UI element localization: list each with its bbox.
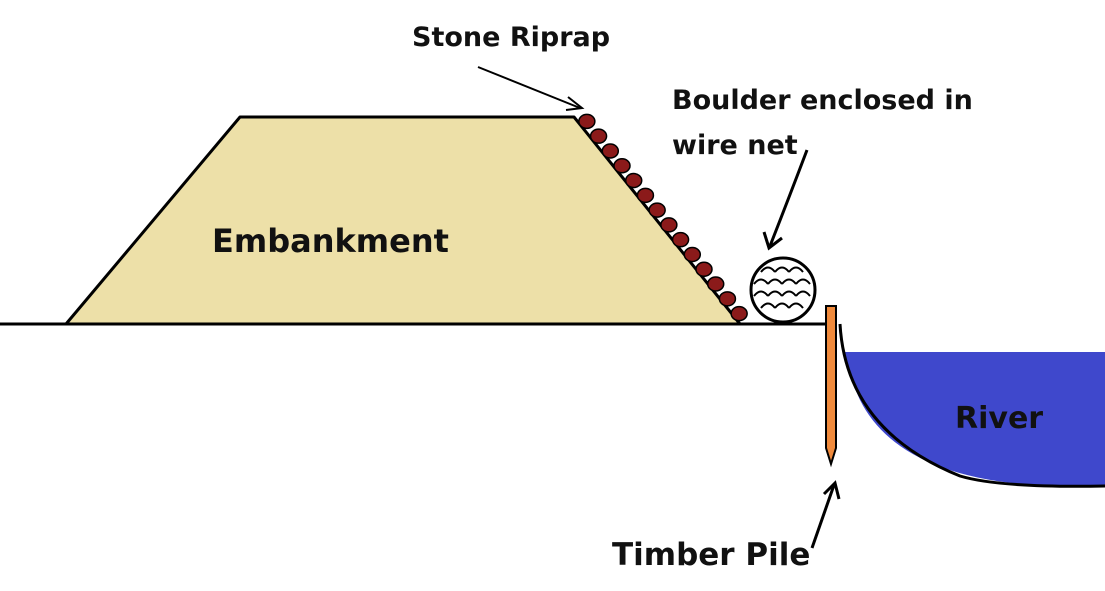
riprap-stone <box>578 113 596 130</box>
riprap-stone <box>718 291 737 307</box>
stone-riprap <box>578 113 748 322</box>
wire-net-mesh <box>753 278 769 285</box>
label-stone-riprap: Stone Riprap <box>412 22 611 53</box>
wire-net-mesh <box>795 290 811 297</box>
arrow-boulder <box>762 149 809 251</box>
riprap-stone <box>706 276 725 292</box>
arrow-stone-riprap <box>477 66 585 111</box>
label-river: River <box>955 401 1044 436</box>
wire-net-mesh <box>767 290 783 297</box>
riprap-stone <box>613 158 631 174</box>
timber-pile <box>825 305 837 468</box>
wire-net-mesh <box>788 266 804 273</box>
riprap-stone <box>695 261 713 277</box>
wire-net-mesh <box>781 290 797 297</box>
riprap-stone <box>636 187 655 204</box>
boulder-in-wire-net <box>749 256 817 324</box>
label-boulder-line1: Boulder enclosed in <box>672 85 973 116</box>
wire-net-mesh <box>774 302 790 309</box>
label-embankment: Embankment <box>212 222 449 260</box>
label-boulder-line2: wire net <box>672 130 798 161</box>
riprap-stone <box>624 172 643 189</box>
river-bank-line <box>838 323 1105 488</box>
riprap-stone <box>589 128 608 144</box>
riprap-stone <box>730 305 748 322</box>
wire-net-mesh <box>774 266 790 273</box>
riprap-stone <box>671 231 690 248</box>
label-timber-pile: Timber Pile <box>612 537 811 573</box>
wire-net-mesh <box>795 278 811 285</box>
wire-net-mesh <box>760 302 776 309</box>
wire-net-mesh <box>781 278 797 285</box>
arrow-timber-pile <box>810 480 841 549</box>
riprap-stone <box>601 143 620 159</box>
wire-net-mesh <box>753 290 769 297</box>
wire-net-mesh <box>788 302 804 309</box>
wire-net-mesh <box>760 266 776 273</box>
wire-net-mesh <box>767 278 783 285</box>
river-water <box>845 352 1105 486</box>
riprap-stone <box>683 246 702 263</box>
riprap-stone <box>660 217 678 233</box>
riprap-stone <box>648 202 666 218</box>
embankment-body <box>64 115 742 326</box>
